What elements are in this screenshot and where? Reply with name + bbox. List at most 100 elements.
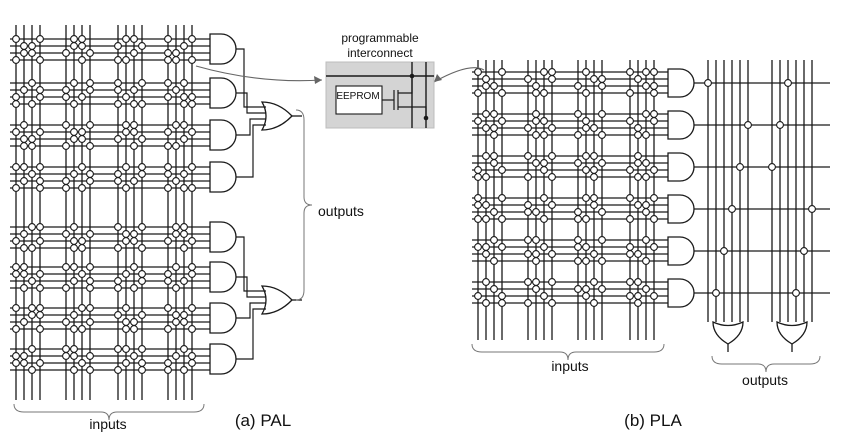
pla-fuse-node bbox=[650, 243, 658, 251]
pal-fuse-node bbox=[138, 100, 146, 108]
pal-fuse-node bbox=[164, 304, 172, 312]
pal-fuse-node bbox=[36, 237, 44, 245]
pla-fuse-node bbox=[490, 257, 498, 265]
pal-fuse-node bbox=[130, 100, 138, 108]
pal-fuse-node bbox=[20, 42, 28, 50]
pla-fuse-node bbox=[548, 278, 556, 286]
pla-fuse-node bbox=[598, 285, 606, 293]
pla-fuse-node bbox=[642, 110, 650, 118]
pla-fuse-node bbox=[634, 250, 642, 258]
pal-fuse-node bbox=[20, 135, 28, 143]
pla-fuse-node bbox=[524, 173, 532, 181]
pal-fuse-node bbox=[188, 100, 196, 108]
pal-fuse-node bbox=[164, 142, 172, 150]
pla-and-gate bbox=[667, 236, 695, 266]
pal-fuse-node bbox=[70, 170, 78, 178]
pla-fuse-node bbox=[482, 173, 490, 181]
pal-and-gate bbox=[209, 343, 237, 375]
pal-and-to-or-wire bbox=[236, 276, 266, 298]
pal-fuse-node bbox=[172, 86, 180, 94]
pal-fuse-node bbox=[70, 42, 78, 50]
pal-or-gate bbox=[260, 285, 293, 315]
pla-fuse-node bbox=[482, 201, 490, 209]
pla-fuse-node bbox=[598, 236, 606, 244]
pla-fuse-node bbox=[650, 166, 658, 174]
pla-fuse-node bbox=[524, 201, 532, 209]
pal-and-to-or-wire bbox=[236, 302, 266, 319]
pla-fuse-node bbox=[498, 292, 506, 300]
pal-fuse-node bbox=[172, 318, 180, 326]
pal-and-gate bbox=[209, 221, 237, 253]
pal-fuse-node bbox=[130, 237, 138, 245]
pal-fuse-node bbox=[164, 79, 172, 87]
pal-fuse-node bbox=[138, 311, 146, 319]
pal-fuse-node bbox=[188, 270, 196, 278]
pal-fuse-node bbox=[62, 345, 70, 353]
pla-fuse-node bbox=[598, 131, 606, 139]
pal-fuse-node bbox=[62, 49, 70, 57]
pal-fuse-node bbox=[36, 35, 44, 43]
pla-fuse-node bbox=[634, 201, 642, 209]
pla-fuse-node bbox=[524, 299, 532, 307]
pla-fuse-node bbox=[498, 194, 506, 202]
pla-fuse-node bbox=[540, 89, 548, 97]
pal-fuse-node bbox=[28, 100, 36, 108]
pla-fuse-node bbox=[540, 243, 548, 251]
pal-fuse-node bbox=[114, 79, 122, 87]
pal-fuse-node bbox=[36, 163, 44, 171]
pla-fuse-node bbox=[642, 68, 650, 76]
pla-fuse-node bbox=[498, 68, 506, 76]
pal-fuse-node bbox=[114, 135, 122, 143]
pal-fuse-node bbox=[122, 56, 130, 64]
pla-callout-arrowhead bbox=[434, 74, 442, 82]
pal-and-to-or-wire bbox=[236, 118, 266, 136]
pal-fuse-node bbox=[70, 244, 78, 252]
pla-fuse-node bbox=[532, 257, 540, 265]
pal-fuse-node bbox=[78, 237, 86, 245]
pla-fuse-node bbox=[582, 257, 590, 265]
pal-fuse-node bbox=[188, 35, 196, 43]
pal-fuse-node bbox=[180, 135, 188, 143]
pal-fuse-node bbox=[180, 184, 188, 192]
pal-fuse-node bbox=[122, 163, 130, 171]
pal-fuse-node bbox=[188, 263, 196, 271]
pal-fuse-node bbox=[180, 345, 188, 353]
pla-fuse-node bbox=[540, 131, 548, 139]
pal-fuse-node bbox=[20, 86, 28, 94]
pal-fuse-node bbox=[130, 263, 138, 271]
pal-fuse-node bbox=[114, 56, 122, 64]
pal-fuse-node bbox=[12, 359, 20, 367]
pla-fuse-node bbox=[582, 152, 590, 160]
pla-fuse-node bbox=[474, 243, 482, 251]
pla-fuse-node bbox=[634, 159, 642, 167]
pla-fuse-node bbox=[626, 166, 634, 174]
pla-fuse-node bbox=[574, 131, 582, 139]
pal-fuse-node bbox=[36, 284, 44, 292]
pla-fuse-node bbox=[590, 278, 598, 286]
pla-fuse-node bbox=[642, 173, 650, 181]
pla-fuse-node bbox=[650, 292, 658, 300]
pla-fuse-node bbox=[590, 250, 598, 258]
pal-fuse-node bbox=[164, 237, 172, 245]
pal-fuse-node bbox=[12, 56, 20, 64]
pal-fuse-node bbox=[78, 56, 86, 64]
pal-fuse-node bbox=[86, 304, 94, 312]
pal-fuse-node bbox=[172, 49, 180, 57]
pal-fuse-node bbox=[70, 79, 78, 87]
pal-fuse-node bbox=[180, 223, 188, 231]
pla-fuse-node bbox=[582, 292, 590, 300]
pal-fuse-node bbox=[172, 142, 180, 150]
pal-and-gate bbox=[209, 33, 237, 65]
pal-fuse-node bbox=[114, 100, 122, 108]
pal-fuse-node bbox=[188, 237, 196, 245]
pal-fuse-node bbox=[122, 345, 130, 353]
pal-fuse-node bbox=[78, 35, 86, 43]
pal-fuse-node bbox=[28, 135, 36, 143]
pal-fuse-node bbox=[130, 35, 138, 43]
pla-fuse-node bbox=[574, 82, 582, 90]
pal-and-gate bbox=[209, 161, 237, 193]
pal-fuse-node bbox=[138, 345, 146, 353]
pal-and-gate bbox=[209, 119, 237, 151]
pla-fuse-node bbox=[642, 285, 650, 293]
pal-fuse-node bbox=[164, 93, 172, 101]
